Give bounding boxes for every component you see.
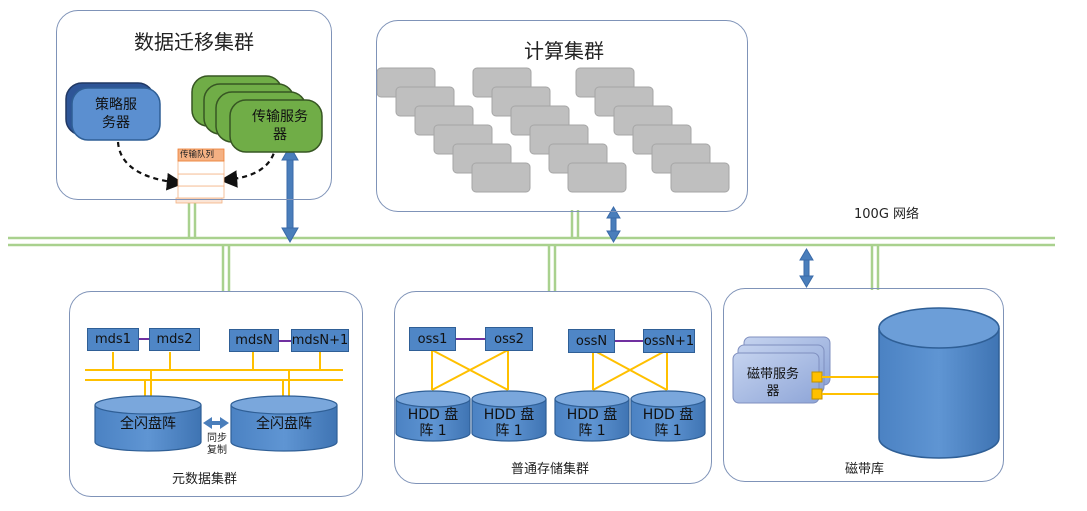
tape-library-panel — [723, 288, 1004, 482]
hdd-array-3-label: HDD 盘阵 1 — [566, 407, 618, 439]
metadata-cluster-panel — [69, 291, 363, 497]
oss-pair-links — [456, 338, 643, 342]
compute-arrow — [606, 206, 621, 243]
flash-array-cylinders — [94, 395, 338, 452]
policy-to-queue-arrow — [116, 141, 185, 191]
network-backbone — [8, 236, 1055, 247]
transfer-server-label: 传输服务器 — [252, 109, 308, 143]
compute-cluster-panel — [376, 20, 748, 212]
tape-port-links — [822, 376, 879, 395]
mdsN1-node: mdsN+1 — [291, 329, 349, 352]
metadata-bus — [85, 352, 343, 397]
tape-arrow — [799, 248, 814, 288]
policy-server-label: 策略服务器 — [95, 97, 137, 131]
hdd-array-2-label: HDD 盘阵 1 — [483, 407, 535, 439]
tape-server-stack — [732, 336, 831, 404]
transfer-arrow — [281, 144, 299, 244]
hdd-array-1-label: HDD 盘阵 1 — [407, 407, 459, 439]
ossN-node: ossN — [568, 329, 615, 353]
mds2-node: mds2 — [149, 328, 200, 351]
policy-server-stack — [65, 82, 161, 141]
compute-cluster-title: 计算集群 — [524, 39, 604, 63]
tape-storage-cylinder — [878, 307, 1000, 459]
transfer-server-stack — [191, 75, 323, 153]
mdsN-node: mdsN — [229, 329, 279, 352]
tape-server-label: 磁带服务器 — [746, 367, 799, 399]
oss2-node: oss2 — [485, 327, 533, 351]
compute-nodes — [376, 67, 730, 193]
tape-library-title: 磁带库 — [845, 462, 885, 477]
metadata-cluster-title: 元数据集群 — [172, 472, 238, 487]
storage-cluster-panel — [394, 291, 712, 484]
network-label: 100G 网络 — [854, 207, 920, 222]
hdd-array-4-label: HDD 盘阵 1 — [642, 407, 694, 439]
mds1-node: mds1 — [87, 328, 139, 351]
transfer-queue-label: 传输队列 — [180, 150, 215, 160]
ossN1-node: ossN+1 — [643, 329, 695, 353]
transfer-queue-stack — [175, 148, 225, 204]
flash-array-1-label: 全闪盘阵 — [120, 416, 176, 432]
storage-links — [431, 349, 668, 391]
sync-arrow — [203, 417, 229, 429]
storage-cluster-title: 普通存储集群 — [511, 462, 590, 477]
flash-array-2-label: 全闪盘阵 — [256, 416, 312, 432]
migration-cluster-panel — [56, 10, 332, 200]
sync-replication-label: 同步复制 — [207, 433, 227, 456]
migration-cluster-title: 数据迁移集群 — [134, 30, 254, 54]
mds-pair-links — [139, 338, 291, 342]
hdd-array-cylinders — [395, 390, 706, 442]
oss1-node: oss1 — [409, 327, 456, 351]
